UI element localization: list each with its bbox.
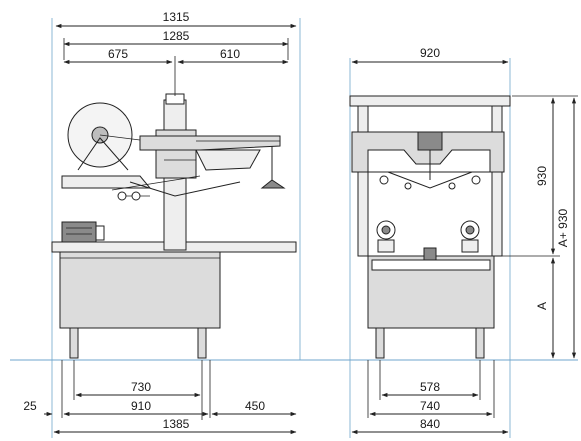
side-motor	[61, 221, 97, 243]
dim-920: 920	[420, 46, 440, 60]
front-top-dimensions: 920	[351, 46, 509, 65]
dim-1385: 1385	[163, 417, 190, 431]
front-bottom-dimensions: 578 740 840	[351, 360, 509, 435]
dim-910: 910	[131, 399, 151, 413]
front-right-dimensions: 930 A+ 930 A	[500, 95, 578, 359]
dim-450: 450	[245, 399, 265, 413]
side-view-machine	[51, 93, 297, 359]
side-leg-left	[69, 327, 79, 359]
side-leg-right	[197, 327, 207, 359]
dim-930: 930	[535, 166, 549, 186]
side-top-dimensions: 1315 1285 675 610	[55, 10, 297, 96]
dim-25: 25	[23, 399, 37, 413]
dim-a: A	[535, 302, 549, 310]
dim-1285: 1285	[163, 29, 190, 43]
dim-740: 740	[420, 399, 440, 413]
front-view-machine	[349, 95, 511, 359]
dim-840: 840	[420, 417, 440, 431]
dim-610: 610	[220, 47, 240, 61]
dim-a-plus-930: A+ 930	[556, 208, 570, 247]
floor-lines	[10, 18, 578, 438]
side-bottom-dimensions: 730 910 25 450 1385	[23, 360, 297, 435]
dim-578: 578	[420, 380, 440, 394]
dim-675: 675	[108, 47, 128, 61]
dim-730: 730	[131, 380, 151, 394]
dim-1315: 1315	[163, 10, 190, 24]
